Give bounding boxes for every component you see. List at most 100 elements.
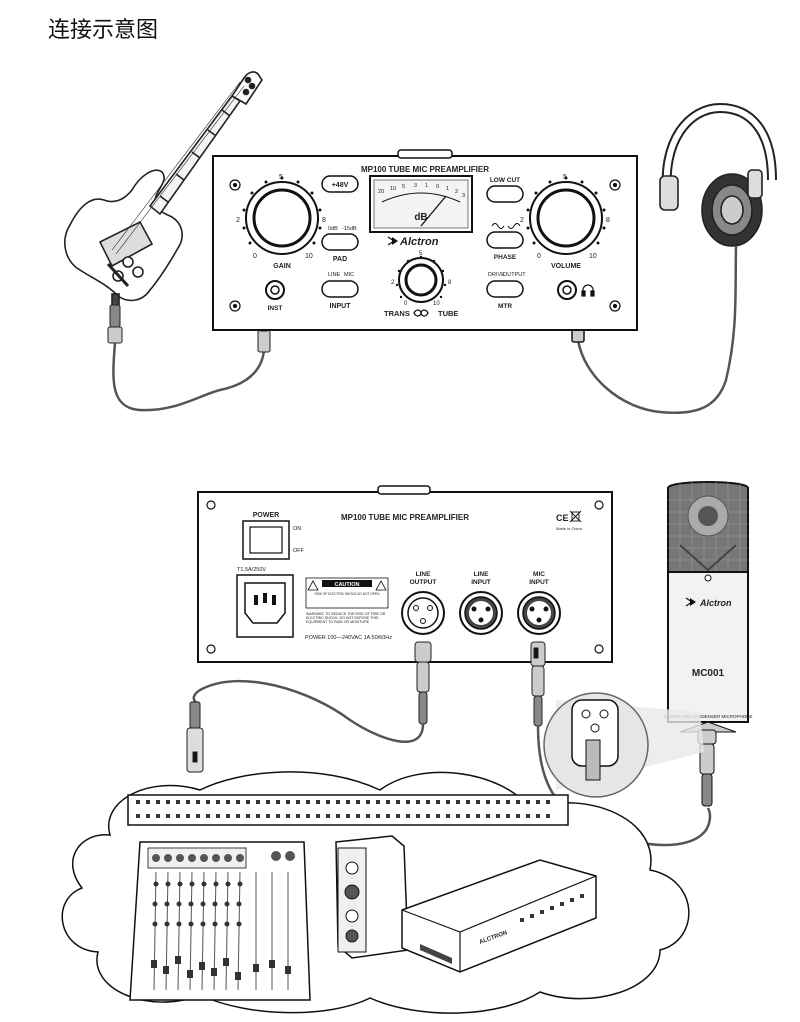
meter-scale-1: 1 bbox=[425, 183, 428, 189]
mtr-button[interactable] bbox=[486, 280, 524, 298]
front-screws bbox=[229, 179, 621, 312]
input-option-mic: MIC bbox=[344, 272, 354, 278]
headphone-symbol-icon bbox=[581, 284, 595, 297]
center-tick-2: 2 bbox=[391, 280, 395, 286]
caution-label: CAUTION bbox=[334, 582, 359, 588]
vu-meter bbox=[369, 175, 473, 233]
center-tick-0: 0 bbox=[404, 301, 408, 307]
rear-screws bbox=[206, 500, 604, 654]
gain-tick-10: 10 bbox=[305, 253, 313, 260]
xlr-plug-detail-icon bbox=[543, 692, 704, 798]
power-spec: POWER 100—240VAC 1A 50/60Hz bbox=[305, 635, 392, 641]
front-panel: MP100 TUBE MIC PREAMPLIFIER 0 2 5 8 10 G… bbox=[212, 149, 638, 331]
plus48v-label: +48V bbox=[332, 182, 349, 189]
tube-label: TUBE bbox=[438, 309, 458, 318]
infinity-symbol-icon bbox=[413, 309, 429, 317]
line-input-label-2: INPUT bbox=[471, 579, 491, 586]
power-label: POWER bbox=[253, 512, 279, 519]
meter-scale-3: 3 bbox=[414, 183, 417, 189]
gain-tick-2: 2 bbox=[236, 217, 240, 224]
center-tick-8: 8 bbox=[448, 280, 452, 286]
meter-scale-plus1: 1 bbox=[446, 186, 449, 192]
phase-button[interactable] bbox=[486, 231, 524, 249]
on-label: ON bbox=[293, 526, 301, 532]
gain-tick-0: 0 bbox=[253, 253, 257, 260]
headphone-jack[interactable] bbox=[557, 280, 577, 300]
gain-tick-5: 5 bbox=[279, 174, 283, 181]
patch-bay-icon bbox=[127, 794, 569, 826]
volume-tick-2: 2 bbox=[520, 217, 524, 224]
input-option-line: LINE bbox=[328, 272, 341, 278]
front-model-label: MP100 TUBE MIC PREAMPLIFIER bbox=[361, 165, 489, 174]
meter-scale-plus2: 2 bbox=[455, 189, 458, 195]
line-output-cable bbox=[186, 641, 432, 773]
mic-model: MC001 bbox=[692, 668, 725, 679]
trans-tube-knob[interactable] bbox=[395, 255, 447, 303]
phase-symbol-icon bbox=[491, 223, 521, 229]
line-output-xlr-jack[interactable] bbox=[401, 591, 445, 635]
volume-tick-8: 8 bbox=[606, 217, 610, 224]
lowcut-label: LOW CUT bbox=[490, 177, 520, 184]
electric-guitar-icon bbox=[64, 71, 263, 309]
made-in-label: Made in China bbox=[556, 526, 583, 531]
pad-button[interactable] bbox=[321, 233, 359, 251]
mic-type-text: DIAPHRASM CONDENSER MICROPHONE bbox=[663, 714, 752, 719]
rack-unit-icon bbox=[401, 859, 597, 973]
pad-option-15db: -15dB bbox=[342, 226, 357, 232]
gain-knob[interactable] bbox=[242, 176, 322, 255]
mtr-option-drive: DRIVE bbox=[488, 272, 505, 278]
input-button[interactable] bbox=[321, 280, 359, 298]
mtr-option-output: OUTPUT bbox=[503, 272, 526, 278]
caution-block bbox=[305, 577, 389, 609]
pad-label: PAD bbox=[333, 256, 347, 263]
audio-equipment-cloud: ALCTRON bbox=[61, 771, 690, 1014]
volume-tick-0: 0 bbox=[537, 253, 541, 260]
rear-model-label: MP100 TUBE MIC PREAMPLIFIER bbox=[341, 513, 469, 522]
fuse-label: T1.5A/250V bbox=[237, 567, 266, 573]
front-brand: Alctron bbox=[399, 236, 439, 248]
pad-option-0db: 0dB bbox=[328, 226, 338, 232]
weee-bin-icon bbox=[569, 510, 582, 523]
ce-mark: CE bbox=[556, 513, 569, 523]
volume-label: VOLUME bbox=[551, 263, 581, 270]
volume-knob[interactable] bbox=[526, 176, 606, 255]
diagram-title: 连接示意图 bbox=[48, 18, 159, 43]
off-label: OFF bbox=[293, 548, 305, 554]
caution-text: RISK OF ELECTRIC SHOCK DO NOT OPEN bbox=[315, 592, 380, 596]
rear-panel: MP100 TUBE MIC PREAMPLIFIER POWER ON OFF… bbox=[197, 485, 613, 663]
mic-input-label-1: MIC bbox=[533, 571, 545, 578]
gain-label: GAIN bbox=[273, 263, 291, 270]
trans-label: TRANS bbox=[384, 309, 410, 318]
plus48v-button[interactable] bbox=[321, 175, 359, 193]
volume-tick-5: 5 bbox=[563, 174, 567, 181]
line-output-label-1: LINE bbox=[416, 571, 431, 578]
meter-scale-10: 10 bbox=[390, 186, 396, 192]
power-switch[interactable] bbox=[242, 520, 290, 560]
gain-tick-8: 8 bbox=[322, 217, 326, 224]
meter-scale-20: 20 bbox=[378, 189, 384, 195]
line-input-label-1: LINE bbox=[474, 571, 489, 578]
line-input-xlr-jack[interactable] bbox=[459, 591, 503, 635]
inst-label: INST bbox=[268, 305, 283, 312]
warning-text: WARNING: TO REDUCE THE RISK OF FIRE OR E… bbox=[306, 612, 386, 624]
desktop-preamp-icon bbox=[335, 835, 409, 959]
phase-label: PHASE bbox=[494, 254, 517, 261]
mixing-console-icon bbox=[129, 841, 311, 1001]
mic-brand: Alctron bbox=[699, 598, 732, 608]
input-label: INPUT bbox=[330, 303, 352, 310]
volume-tick-10: 10 bbox=[589, 253, 597, 260]
inst-jack[interactable] bbox=[265, 280, 285, 300]
mtr-label: MTR bbox=[498, 303, 512, 310]
front-brand-logo-icon bbox=[387, 236, 398, 246]
power-inlet-socket[interactable] bbox=[236, 574, 294, 638]
mic-input-xlr-jack[interactable] bbox=[517, 591, 561, 635]
meter-unit: dB bbox=[414, 212, 427, 223]
meter-scale-5: 5 bbox=[402, 184, 405, 190]
meter-scale-plus3: 3 bbox=[462, 193, 465, 199]
line-output-label-2: OUTPUT bbox=[410, 579, 437, 586]
lowcut-button[interactable] bbox=[486, 185, 524, 203]
center-tick-10: 10 bbox=[433, 301, 440, 307]
meter-scale-0: 0 bbox=[436, 184, 439, 190]
center-tick-5: 5 bbox=[419, 251, 423, 257]
